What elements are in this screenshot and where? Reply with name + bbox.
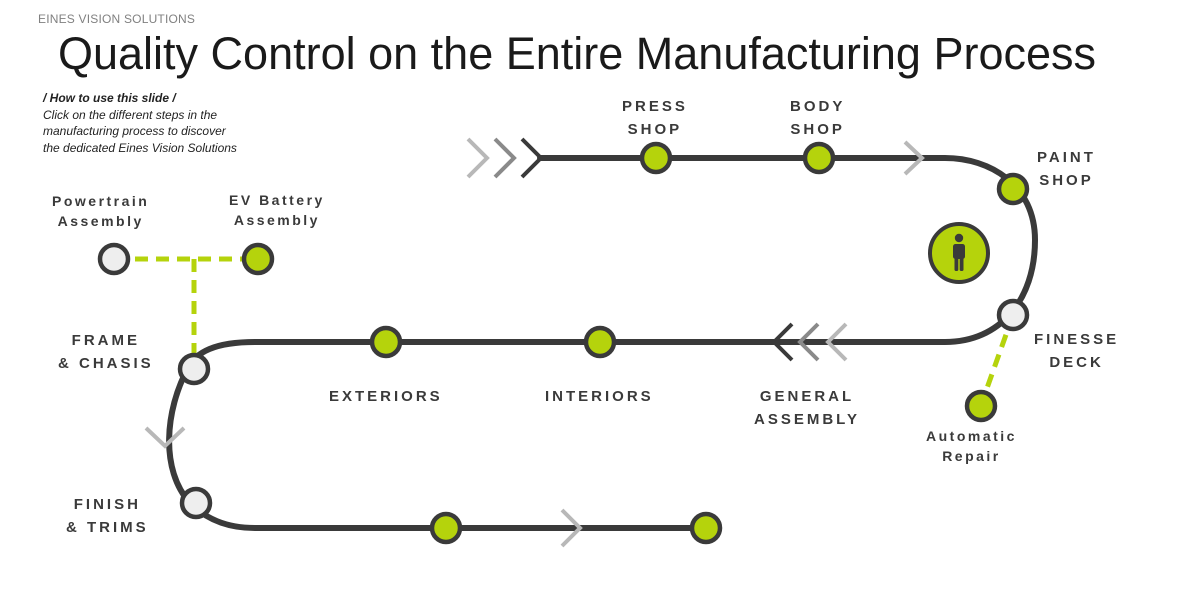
label-line: FINESSE [1034, 331, 1120, 348]
chevron-left-icon [797, 322, 820, 362]
label-press-shop[interactable]: PRESS SHOP [622, 95, 688, 141]
paint-shop-node[interactable] [996, 172, 1030, 206]
automatic-repair-node[interactable] [964, 389, 998, 423]
frame-chasis-node[interactable] [177, 352, 211, 386]
howto-line: Click on the different steps in the [43, 107, 218, 122]
label-interiors[interactable]: INTERIORS [545, 385, 654, 408]
page-title: Quality Control on the Entire Manufactur… [58, 28, 1097, 79]
label-line: ASSEMBLY [754, 411, 860, 428]
label-line: FINISH [73, 496, 141, 513]
label-line: GENERAL [759, 388, 855, 405]
label-line: Automatic [926, 428, 1017, 444]
chevron-right-icon [493, 137, 517, 179]
label-line: PAINT [1037, 149, 1096, 166]
howto-line: the dedicated Eines Vision Solutions [43, 140, 237, 155]
chevron-right-icon [560, 508, 583, 548]
howto-line: manufacturing process to discover [43, 124, 226, 138]
final-step-node[interactable] [689, 511, 723, 545]
label-line: BODY [790, 98, 846, 115]
ev-battery-assembly-node[interactable] [241, 242, 275, 276]
entry-chevrons [466, 137, 544, 179]
label-line: PRESS [622, 98, 688, 115]
interiors-node[interactable] [583, 325, 617, 359]
label-frame-chasis[interactable]: FRAME & CHASIS [58, 329, 154, 375]
label-line: FRAME [71, 332, 140, 349]
brand-label: EINES VISION SOLUTIONS [38, 12, 196, 26]
label-line: SHOP [627, 121, 683, 138]
chevron-right-icon [520, 137, 544, 179]
howto-note: / How to use this slide / Click on the d… [43, 90, 237, 156]
press-shop-node[interactable] [639, 141, 673, 175]
label-exteriors[interactable]: EXTERIORS [329, 385, 443, 408]
label-finish-trims[interactable]: FINISH & TRIMS [66, 493, 149, 539]
operator-badge[interactable] [928, 222, 990, 284]
return-chevrons [771, 322, 848, 362]
body-shop-node[interactable] [802, 141, 836, 175]
finish-trims-node[interactable] [179, 486, 213, 520]
label-ev-battery-assembly[interactable]: EV Battery Assembly [229, 190, 325, 230]
label-general-assembly[interactable]: GENERAL ASSEMBLY [754, 385, 860, 431]
label-line: DECK [1049, 354, 1104, 371]
assembly-branch [114, 256, 258, 368]
howto-heading: / How to use this slide / [43, 91, 176, 105]
label-line: Repair [942, 448, 1001, 464]
label-line: INTERIORS [545, 388, 654, 405]
finish-trims-step-node[interactable] [429, 511, 463, 545]
label-powertrain-assembly[interactable]: Powertrain Assembly [52, 191, 149, 231]
label-line: & CHASIS [58, 355, 154, 372]
finesse-deck-node[interactable] [996, 298, 1030, 332]
chevron-down-icon [144, 426, 186, 449]
label-finesse-deck[interactable]: FINESSE DECK [1034, 328, 1119, 374]
label-line: SHOP [790, 121, 845, 138]
chevron-right-icon [466, 137, 490, 179]
chevron-left-icon [771, 322, 794, 362]
label-automatic-repair[interactable]: Automatic Repair [926, 426, 1017, 466]
chevron-right-icon [903, 140, 925, 176]
label-paint-shop[interactable]: PAINT SHOP [1037, 146, 1096, 192]
label-line: & TRIMS [66, 519, 149, 536]
label-line: EXTERIORS [329, 388, 443, 405]
label-line: Assembly [57, 213, 144, 229]
person-icon [953, 233, 965, 271]
chevron-left-icon [825, 322, 848, 362]
label-line: Powertrain [52, 193, 150, 209]
label-body-shop[interactable]: BODY SHOP [790, 95, 845, 141]
label-line: SHOP [1039, 172, 1094, 189]
exteriors-node[interactable] [369, 325, 403, 359]
repair-branch [978, 314, 1016, 406]
label-line: Assembly [233, 212, 320, 228]
label-line: EV Battery [229, 192, 325, 208]
powertrain-assembly-node[interactable] [97, 242, 131, 276]
nodes [97, 141, 1030, 545]
